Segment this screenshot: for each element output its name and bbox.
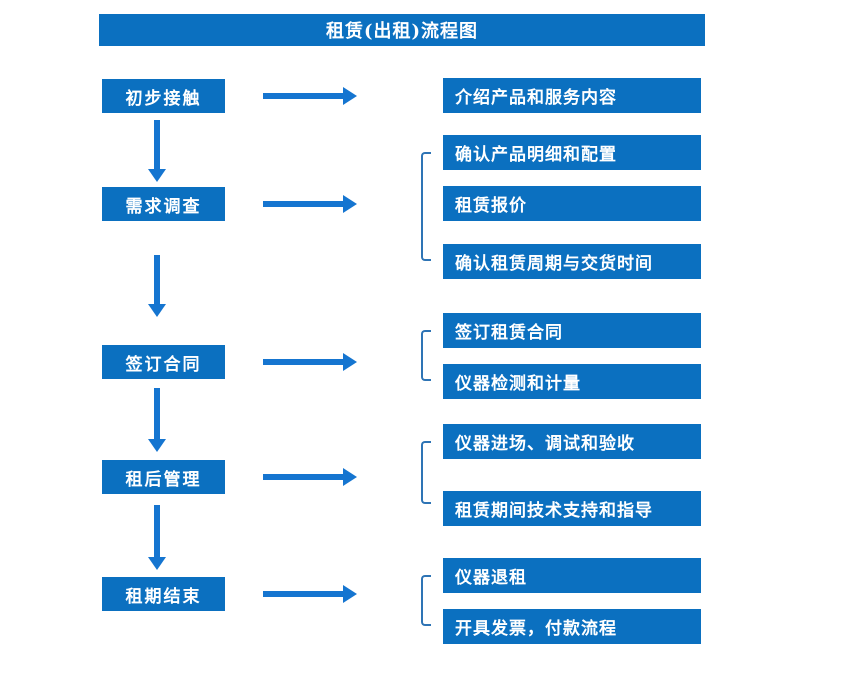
bracket-icon <box>421 441 431 504</box>
step-box-3: 签订合同 <box>102 345 225 379</box>
step-box-2: 需求调查 <box>102 187 225 221</box>
arrow-right-icon <box>263 201 343 207</box>
arrow-down-head-icon <box>148 557 166 570</box>
arrow-right-head-icon <box>343 87 357 105</box>
detail-box: 租赁报价 <box>443 186 701 221</box>
bracket-icon <box>421 575 431 626</box>
detail-box: 仪器检测和计量 <box>443 364 701 399</box>
arrow-right-head-icon <box>343 468 357 486</box>
arrow-right-head-icon <box>343 353 357 371</box>
arrow-right-icon <box>263 591 343 597</box>
arrow-down-head-icon <box>148 304 166 317</box>
bracket-icon <box>421 330 431 381</box>
detail-box: 确认产品明细和配置 <box>443 135 701 170</box>
arrow-right-icon <box>263 474 343 480</box>
detail-box: 开具发票，付款流程 <box>443 609 701 644</box>
arrow-down-head-icon <box>148 439 166 452</box>
arrow-right-head-icon <box>343 195 357 213</box>
detail-box: 签订租赁合同 <box>443 313 701 348</box>
step-box-5: 租期结束 <box>102 577 225 611</box>
detail-box: 介绍产品和服务内容 <box>443 78 701 113</box>
arrow-down-icon <box>154 388 160 440</box>
arrow-right-head-icon <box>343 585 357 603</box>
arrow-right-icon <box>263 93 343 99</box>
bracket-icon <box>421 152 431 261</box>
arrow-down-head-icon <box>148 169 166 182</box>
detail-box: 仪器退租 <box>443 558 701 593</box>
arrow-right-icon <box>263 359 343 365</box>
detail-box: 确认租赁周期与交货时间 <box>443 244 701 279</box>
step-box-1: 初步接触 <box>102 79 225 113</box>
page-title: 租赁(出租)流程图 <box>99 14 705 46</box>
arrow-down-icon <box>154 120 160 170</box>
arrow-down-icon <box>154 255 160 305</box>
step-box-4: 租后管理 <box>102 460 225 494</box>
detail-box: 仪器进场、调试和验收 <box>443 424 701 459</box>
detail-box: 租赁期间技术支持和指导 <box>443 491 701 526</box>
arrow-down-icon <box>154 505 160 558</box>
